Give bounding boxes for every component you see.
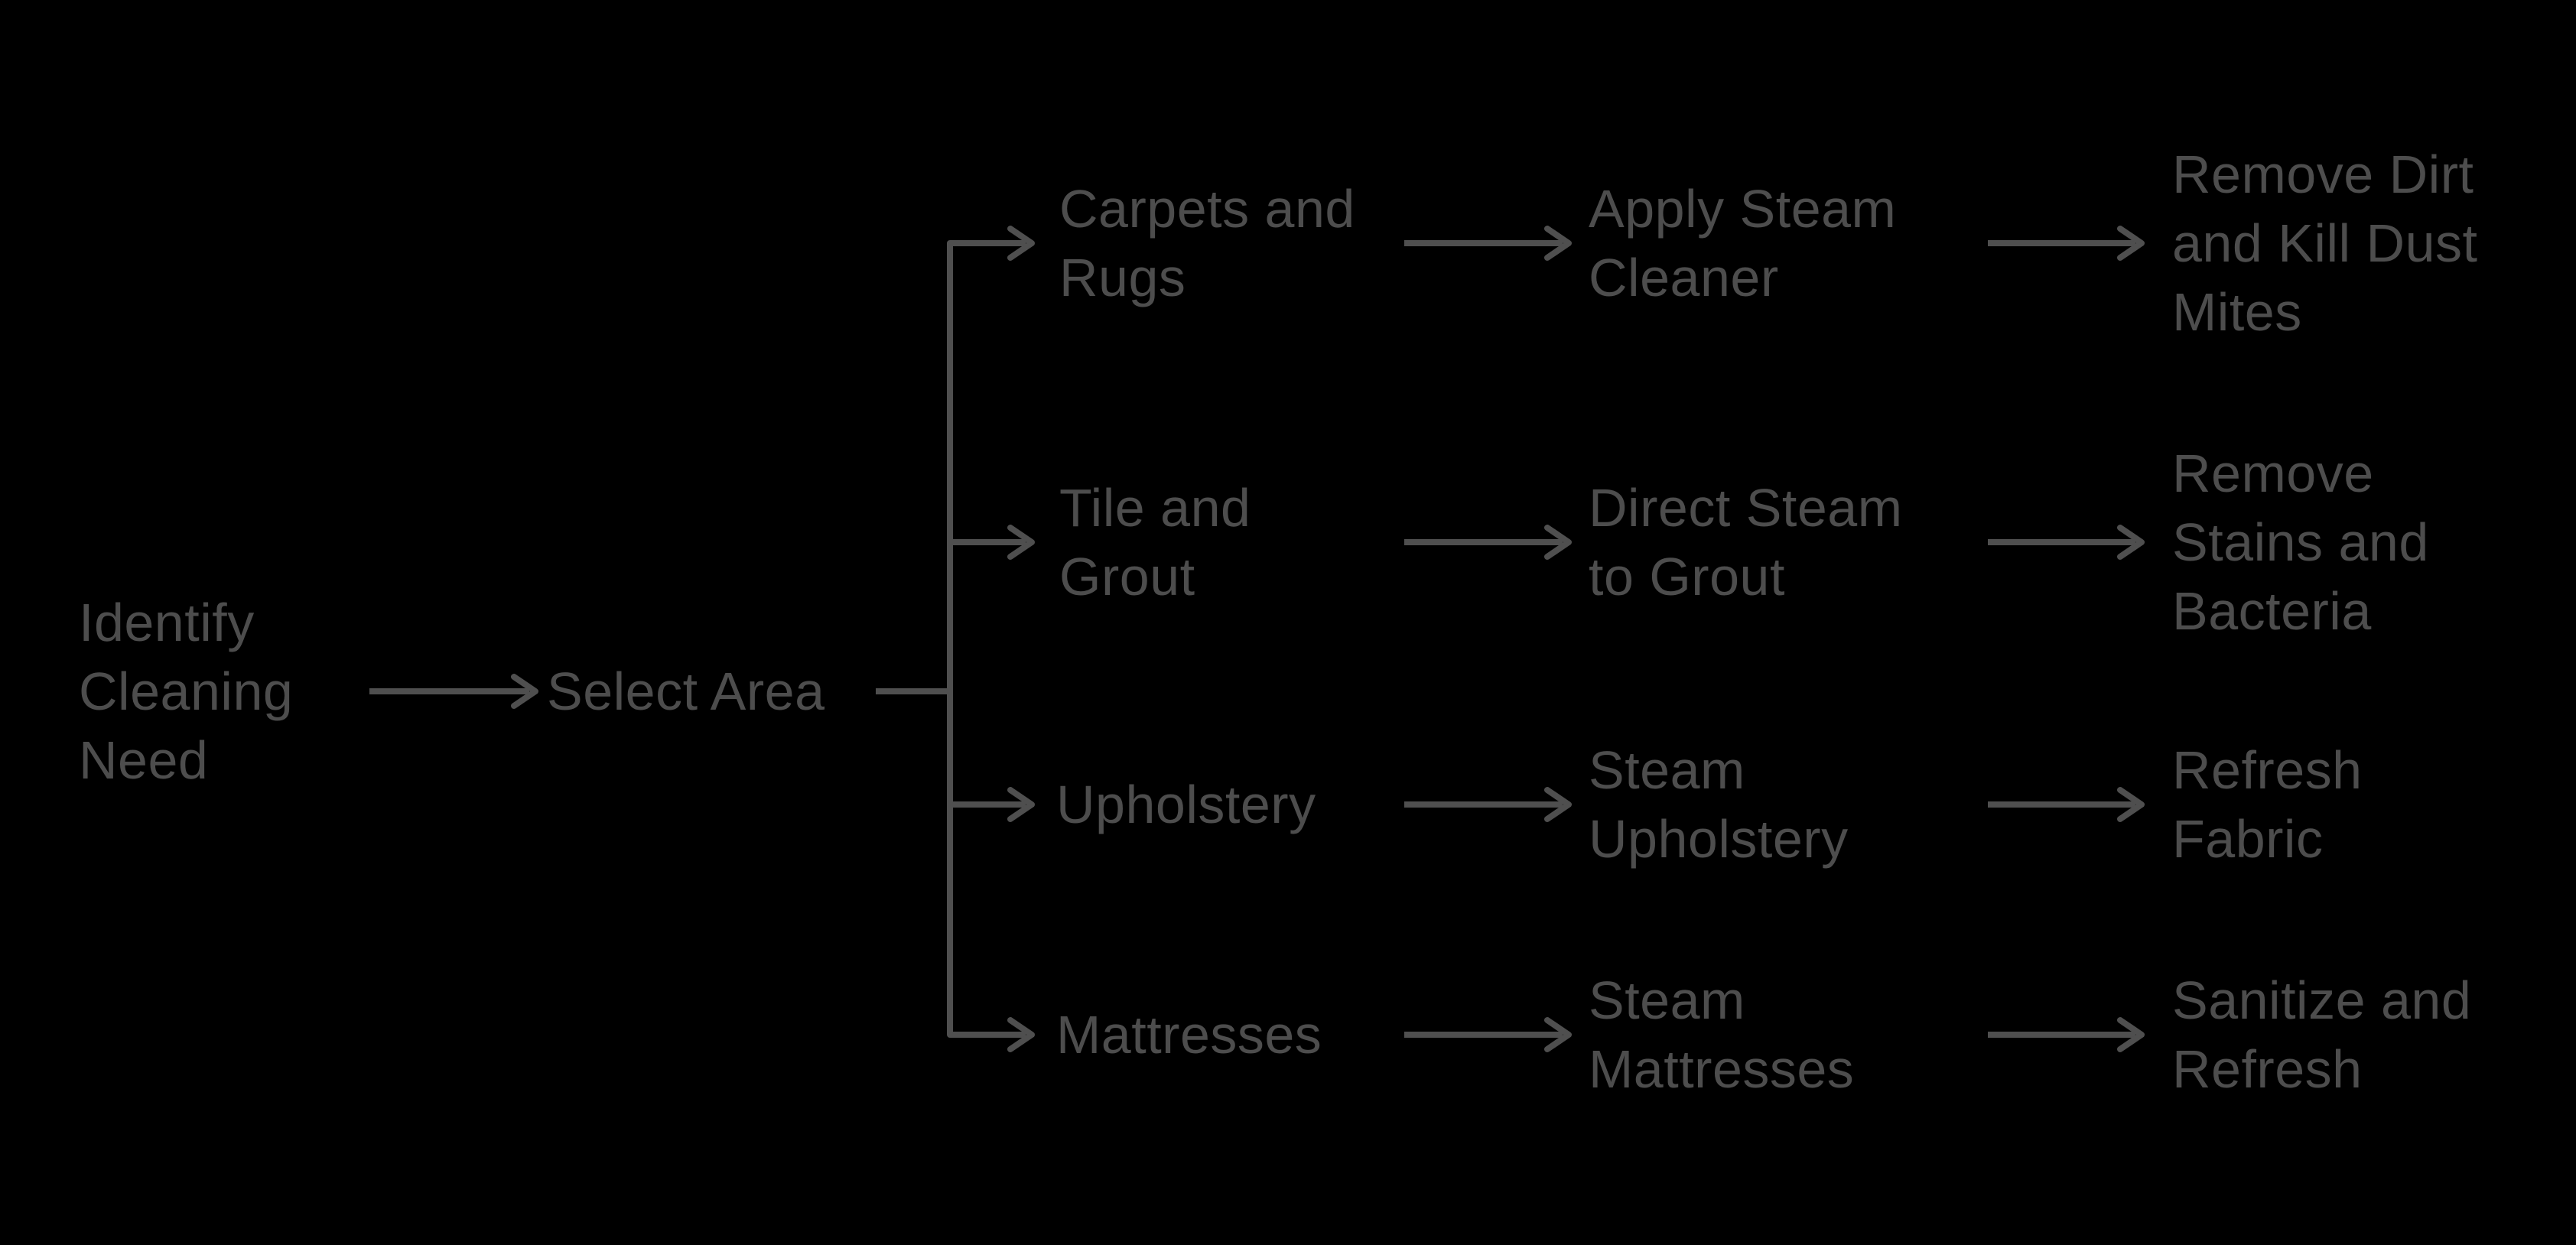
arrowhead-icon xyxy=(2117,1017,2145,1052)
arrowhead-icon xyxy=(1544,226,1572,261)
node-steam-upholstery: Steam Upholstery xyxy=(1589,740,1849,869)
node-remove-stains-and-bacteria: Remove Stains and Bacteria xyxy=(2172,444,2429,641)
arrowhead-icon xyxy=(1544,1017,1572,1052)
connectors xyxy=(369,226,2145,1052)
node-mattresses: Mattresses xyxy=(1056,1005,1322,1065)
arrowhead-icon xyxy=(1007,226,1035,261)
node-identify-cleaning-need: Identify Cleaning Need xyxy=(79,593,294,790)
arrowhead-icon xyxy=(1007,1017,1035,1052)
branch-trunk xyxy=(947,240,1026,1038)
node-direct-steam-to-grout: Direct Steam to Grout xyxy=(1589,478,1903,606)
node-upholstery: Upholstery xyxy=(1056,775,1316,834)
arrowhead-icon xyxy=(2117,787,2145,822)
arrowhead-icon xyxy=(2117,226,2145,261)
arrowhead-icon xyxy=(511,674,538,709)
arrowhead-icon xyxy=(1544,525,1572,560)
node-steam-mattresses: Steam Mattresses xyxy=(1589,970,1855,1099)
arrowhead-icon xyxy=(1007,525,1035,560)
arrowhead-icon xyxy=(1007,787,1035,822)
node-carpets-and-rugs: Carpets and Rugs xyxy=(1059,179,1355,307)
node-remove-dirt-and-kill-dust-mites: Remove Dirt and Kill Dust Mites xyxy=(2172,145,2478,342)
arrowhead-icon xyxy=(2117,525,2145,560)
node-apply-steam-cleaner: Apply Steam Cleaner xyxy=(1589,179,1897,307)
node-select-area: Select Area xyxy=(547,662,825,721)
node-sanitize-and-refresh: Sanitize and Refresh xyxy=(2172,970,2472,1099)
arrowhead-icon xyxy=(1544,787,1572,822)
node-refresh-fabric: Refresh Fabric xyxy=(2172,740,2363,869)
node-tile-and-grout: Tile and Grout xyxy=(1059,478,1251,606)
